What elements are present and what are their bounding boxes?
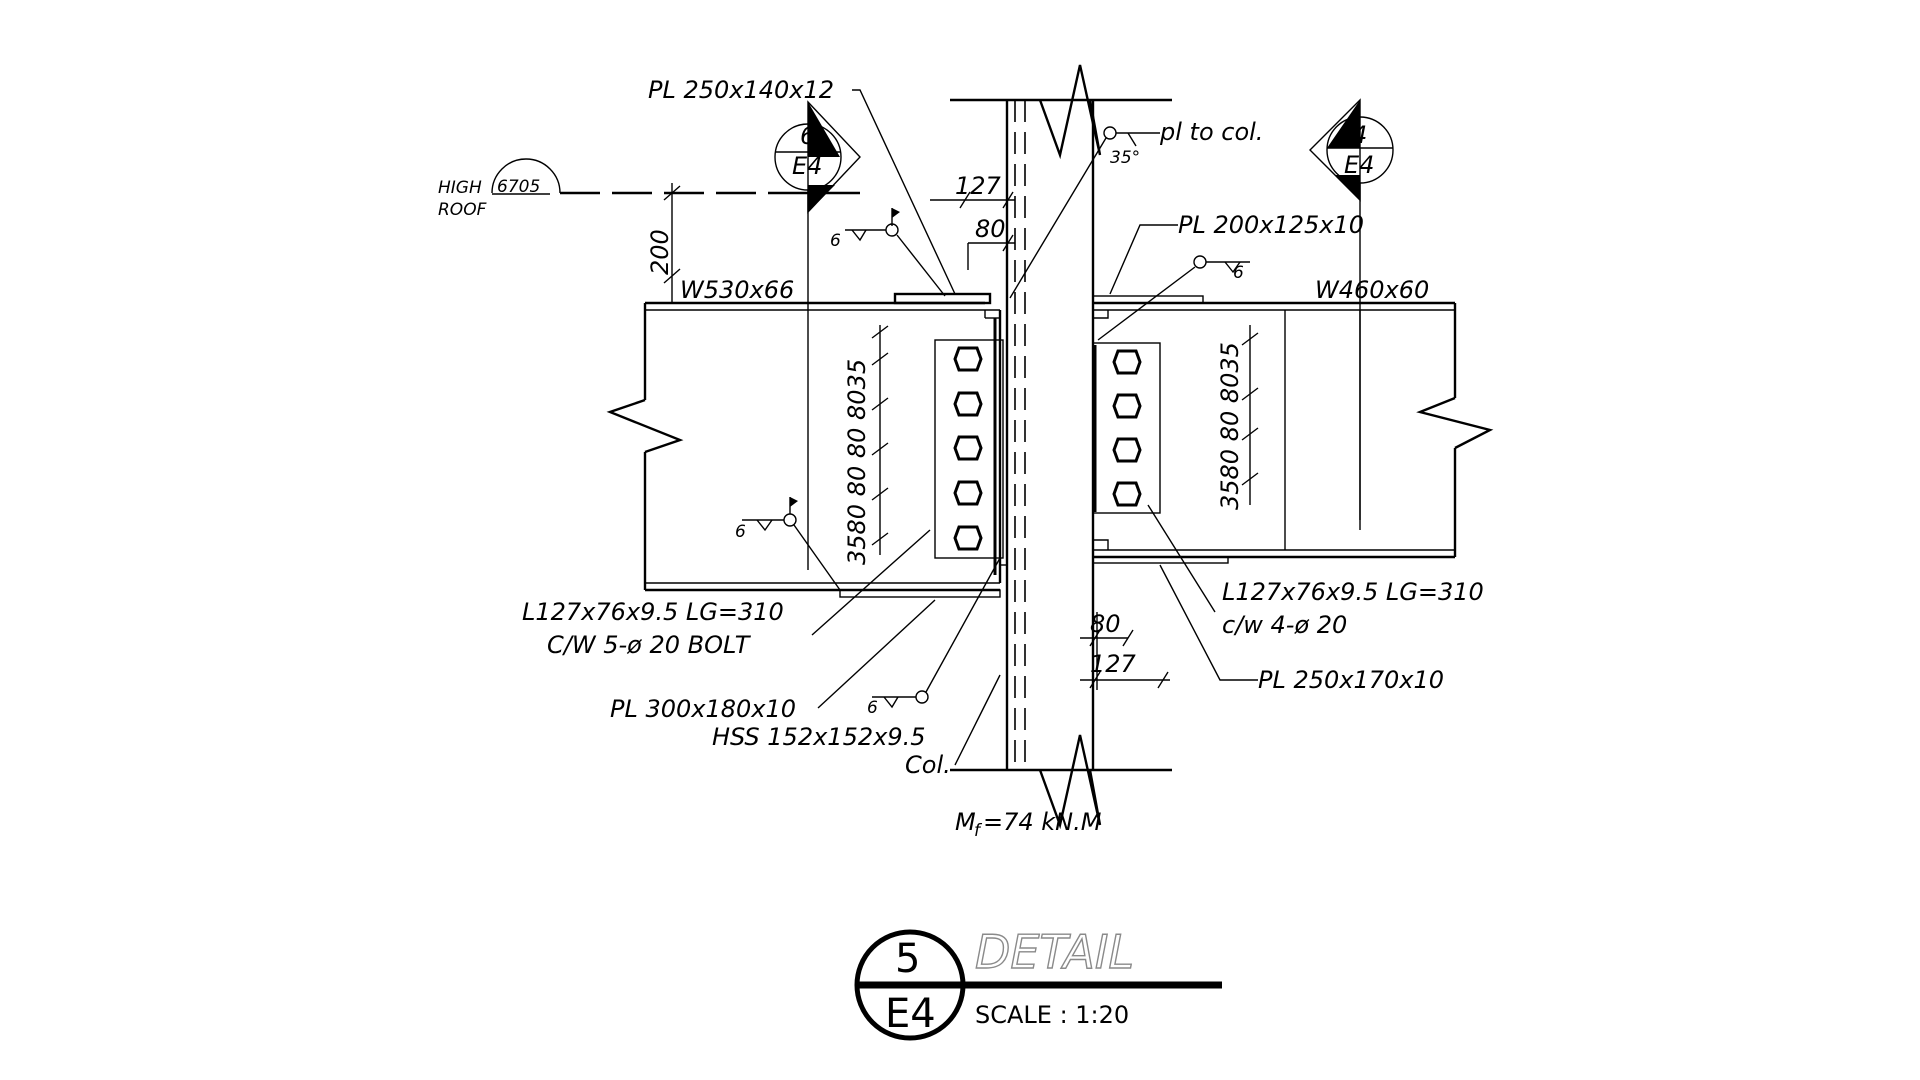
bolt xyxy=(953,435,983,461)
callout-col: Col. xyxy=(905,751,951,779)
callout-pl-bottom-left: PL 300x180x10 xyxy=(610,695,796,723)
callout-pl-to-col: pl to col. xyxy=(1159,118,1263,146)
section-right-sheet: E4 xyxy=(1344,151,1374,179)
dim-80-bottom: 80 xyxy=(1090,610,1121,638)
section-right-number: 4 xyxy=(1352,121,1367,149)
elevation-label-bottom: ROOF xyxy=(438,200,487,220)
moment-label: M f =74 kN.M xyxy=(955,808,1102,841)
bolt-spacing-left-text: 3580 80 80 8035 xyxy=(843,359,871,565)
bolt-spacing-right-text: 3580 80 8035 xyxy=(1216,342,1244,510)
dimension-top-127-80: 127 80 xyxy=(930,172,1015,270)
dim-127-top: 127 xyxy=(955,172,1002,200)
bolt xyxy=(953,391,983,417)
callout-pl-top-left: PL 250x140x12 xyxy=(648,76,834,104)
bolt-spacing-left: 3580 80 80 8035 xyxy=(843,325,889,565)
callout-bolts-right: c/w 4-ø 20 xyxy=(1222,611,1347,639)
weld-size-2: 6 xyxy=(1233,263,1244,283)
bolt xyxy=(1112,481,1142,507)
dim-80-top: 80 xyxy=(975,215,1006,243)
bolt xyxy=(953,346,983,372)
moment-symbol: M xyxy=(955,808,976,836)
dimension-bottom-80-127: 80 127 xyxy=(1080,610,1170,690)
left-beam-label: W530x66 xyxy=(680,276,794,304)
callout-angle-left: L127x76x9.5 LG=310 xyxy=(522,598,784,626)
bolt xyxy=(1112,437,1142,463)
weld-angle: 35° xyxy=(1110,148,1140,168)
weld-symbol-top-left: 6 xyxy=(830,208,946,297)
bolt xyxy=(953,480,983,506)
pl-to-col-weld: 35° pl to col. xyxy=(1009,118,1263,299)
title-label: DETAIL xyxy=(975,925,1134,979)
right-beam xyxy=(1092,295,1494,564)
callout-hss: HSS 152x152x9.5 xyxy=(712,723,925,751)
weld-symbol-right: 6 xyxy=(1097,255,1250,341)
dim-127-bottom: 127 xyxy=(1090,650,1137,678)
section-mark-right: 4 E4 xyxy=(1309,98,1394,202)
left-beam xyxy=(606,292,1007,598)
weld-symbol-bottom: 6 xyxy=(867,557,1001,718)
weld-size-3: 6 xyxy=(735,522,746,542)
title-scale: SCALE : 1:20 xyxy=(975,1001,1129,1029)
section-left-sheet: E4 xyxy=(792,152,822,180)
moment-subscript: f xyxy=(974,821,983,841)
right-beam-label: W460x60 xyxy=(1315,276,1429,304)
right-bolt-group xyxy=(1112,349,1142,507)
callout-bolts-left: C/W 5-ø 20 BOLT xyxy=(547,631,752,659)
callout-angle-right: L127x76x9.5 LG=310 xyxy=(1222,578,1484,606)
dimension-200-text: 200 xyxy=(646,229,674,275)
bolt xyxy=(1112,349,1142,375)
moment-value: =74 kN.M xyxy=(983,808,1102,836)
section-mark-left: 6 E4 xyxy=(774,100,861,214)
weld-size-1: 6 xyxy=(830,231,841,251)
elevation-value: 6705 xyxy=(497,177,540,197)
callout-pl-top-right: PL 200x125x10 xyxy=(1178,211,1364,239)
weld-size-4: 6 xyxy=(867,698,878,718)
section-left-number: 6 xyxy=(800,122,815,150)
left-bolt-group xyxy=(953,346,983,551)
high-roof-elevation: HIGH ROOF 6705 xyxy=(438,158,860,220)
dimension-200: 200 xyxy=(646,183,681,303)
title-sheet: E4 xyxy=(885,991,936,1037)
weld-symbol-left: 6 xyxy=(735,497,841,591)
callout-pl-bottom-right: PL 250x170x10 xyxy=(1258,666,1444,694)
bolt xyxy=(1112,393,1142,419)
bolt xyxy=(953,525,983,551)
detail-title: 5 E4 DETAIL SCALE : 1:20 xyxy=(854,924,1222,1041)
elevation-label-top: HIGH xyxy=(438,178,482,198)
title-number: 5 xyxy=(895,936,920,982)
bolt-spacing-right: 3580 80 8035 xyxy=(1216,325,1259,510)
